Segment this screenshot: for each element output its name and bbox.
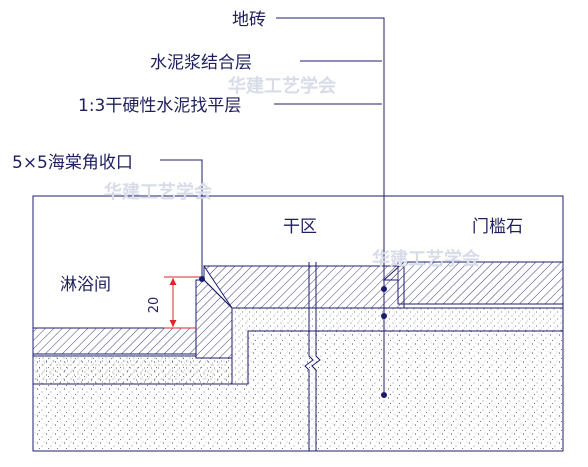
- leader-lines: [160, 17, 385, 395]
- cement-bond-layer-label: 水泥浆结合层: [150, 53, 252, 73]
- dry-zone-tile: [203, 265, 405, 309]
- break-line: [304, 262, 321, 451]
- corner-trim-label: 5×5海棠角收口: [12, 153, 133, 173]
- leader-dot-leveling: [381, 392, 387, 398]
- shower-mortar-layer: [33, 354, 232, 384]
- watermark: 华建工艺学会: [104, 181, 212, 203]
- watermark: 华建工艺学会: [372, 248, 480, 270]
- dry-zone-label: 干区: [283, 217, 317, 237]
- leader-dot-tile: [381, 286, 387, 292]
- dimension-value: 20: [147, 297, 162, 314]
- shower-floor-tile: [32, 327, 197, 355]
- leveling-layer-label: 1:3干硬性水泥找平层: [78, 96, 241, 116]
- leader-dot-bond: [381, 313, 387, 319]
- shower-room-label: 淋浴间: [60, 275, 111, 295]
- leader-dot-corner: [199, 276, 205, 282]
- height-dimension: [164, 276, 200, 329]
- floor-tile-label: 地砖: [232, 10, 266, 30]
- watermark: 华建工艺学会: [228, 75, 336, 97]
- threshold-stone-label: 门槛石: [472, 217, 523, 237]
